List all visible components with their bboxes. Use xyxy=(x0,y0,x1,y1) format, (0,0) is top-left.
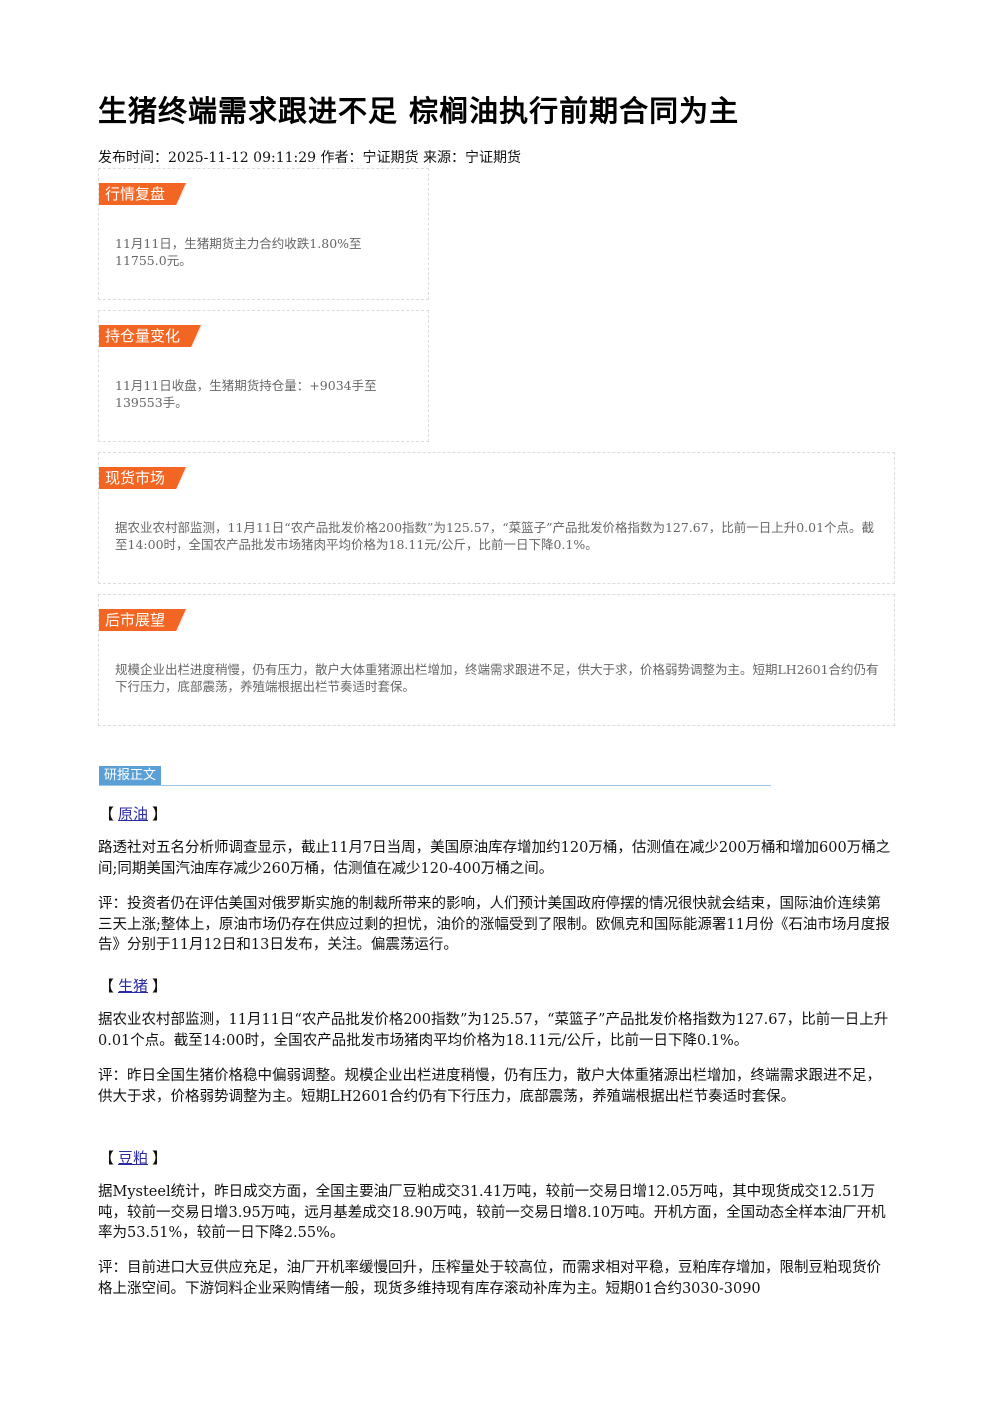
section-link-soybean-meal[interactable]: 豆粕 xyxy=(118,1149,149,1167)
outlook-box: 后市展望 规模企业出栏进度稍慢，仍有压力，散户大体重猪源出栏增加，终端需求跟进不… xyxy=(98,594,895,726)
section-heading-soybean-meal: 【豆粕】 xyxy=(99,1147,167,1168)
spot-market-tag: 现货市场 xyxy=(99,467,187,489)
publish-meta: 发布时间：2025-11-12 09:11:29 作者：宁证期货 来源：宁证期货 xyxy=(98,150,521,166)
bracket-close: 】 xyxy=(152,805,168,823)
outlook-text: 规模企业出栏进度稍慢，仍有压力，散户大体重猪源出栏增加，终端需求跟进不足，供大于… xyxy=(115,662,879,694)
section-link-crude-oil[interactable]: 原油 xyxy=(118,805,149,823)
bracket-open: 【 xyxy=(99,1149,115,1167)
section-comment: 评：目前进口大豆供应充足，油厂开机率缓慢回升，压榨量处于较高位，而需求相对平稳，… xyxy=(98,1260,881,1297)
open-interest-text: 11月11日收盘，生猪期货持仓量：+9034手至139553手。 xyxy=(115,378,377,410)
spot-market-box: 现货市场 据农业农村部监测，11月11日“农产品批发价格200指数”为125.5… xyxy=(98,452,895,584)
bracket-close: 】 xyxy=(152,1149,168,1167)
section-heading-crude-oil: 【原油】 xyxy=(99,803,167,824)
page-title: 生猪终端需求跟进不足 棕榈油执行前期合同为主 xyxy=(98,94,740,128)
section-comment: 评：昨日全国生猪价格稳中偏弱调整。规模企业出栏进度稍慢，仍有压力，散户大体重猪源… xyxy=(98,1068,881,1105)
section-link-live-hog[interactable]: 生猪 xyxy=(118,977,149,995)
bracket-open: 【 xyxy=(99,805,115,823)
bracket-close: 】 xyxy=(152,977,168,995)
report-body-label: 研报正文 xyxy=(99,766,162,786)
open-interest-box: 持仓量变化 11月11日收盘，生猪期货持仓量：+9034手至139553手。 xyxy=(98,310,429,442)
bracket-open: 【 xyxy=(99,977,115,995)
market-review-box: 行情复盘 11月11日，生猪期货主力合约收跌1.80%至11755.0元。 xyxy=(98,168,429,300)
market-review-tag: 行情复盘 xyxy=(99,183,187,205)
section-paragraph: 据农业农村部监测，11月11日“农产品批发价格200指数”为125.57，“菜篮… xyxy=(98,1012,889,1049)
outlook-tag: 后市展望 xyxy=(99,609,187,631)
section-heading-live-hog: 【生猪】 xyxy=(99,975,167,996)
section-comment: 评：投资者仍在评估美国对俄罗斯实施的制裁所带来的影响，人们预计美国政府停摆的情况… xyxy=(98,896,890,953)
section-paragraph: 据Mysteel统计，昨日成交方面，全国主要油厂豆粕成交31.41万吨，较前一交… xyxy=(98,1184,886,1241)
open-interest-tag: 持仓量变化 xyxy=(99,325,202,347)
section-paragraph: 路透社对五名分析师调查显示，截止11月7日当周，美国原油库存增加约120万桶，估… xyxy=(98,840,891,877)
market-review-text: 11月11日，生猪期货主力合约收跌1.80%至11755.0元。 xyxy=(115,236,362,268)
spot-market-text: 据农业农村部监测，11月11日“农产品批发价格200指数”为125.57，“菜篮… xyxy=(115,520,875,552)
report-divider xyxy=(99,785,771,786)
